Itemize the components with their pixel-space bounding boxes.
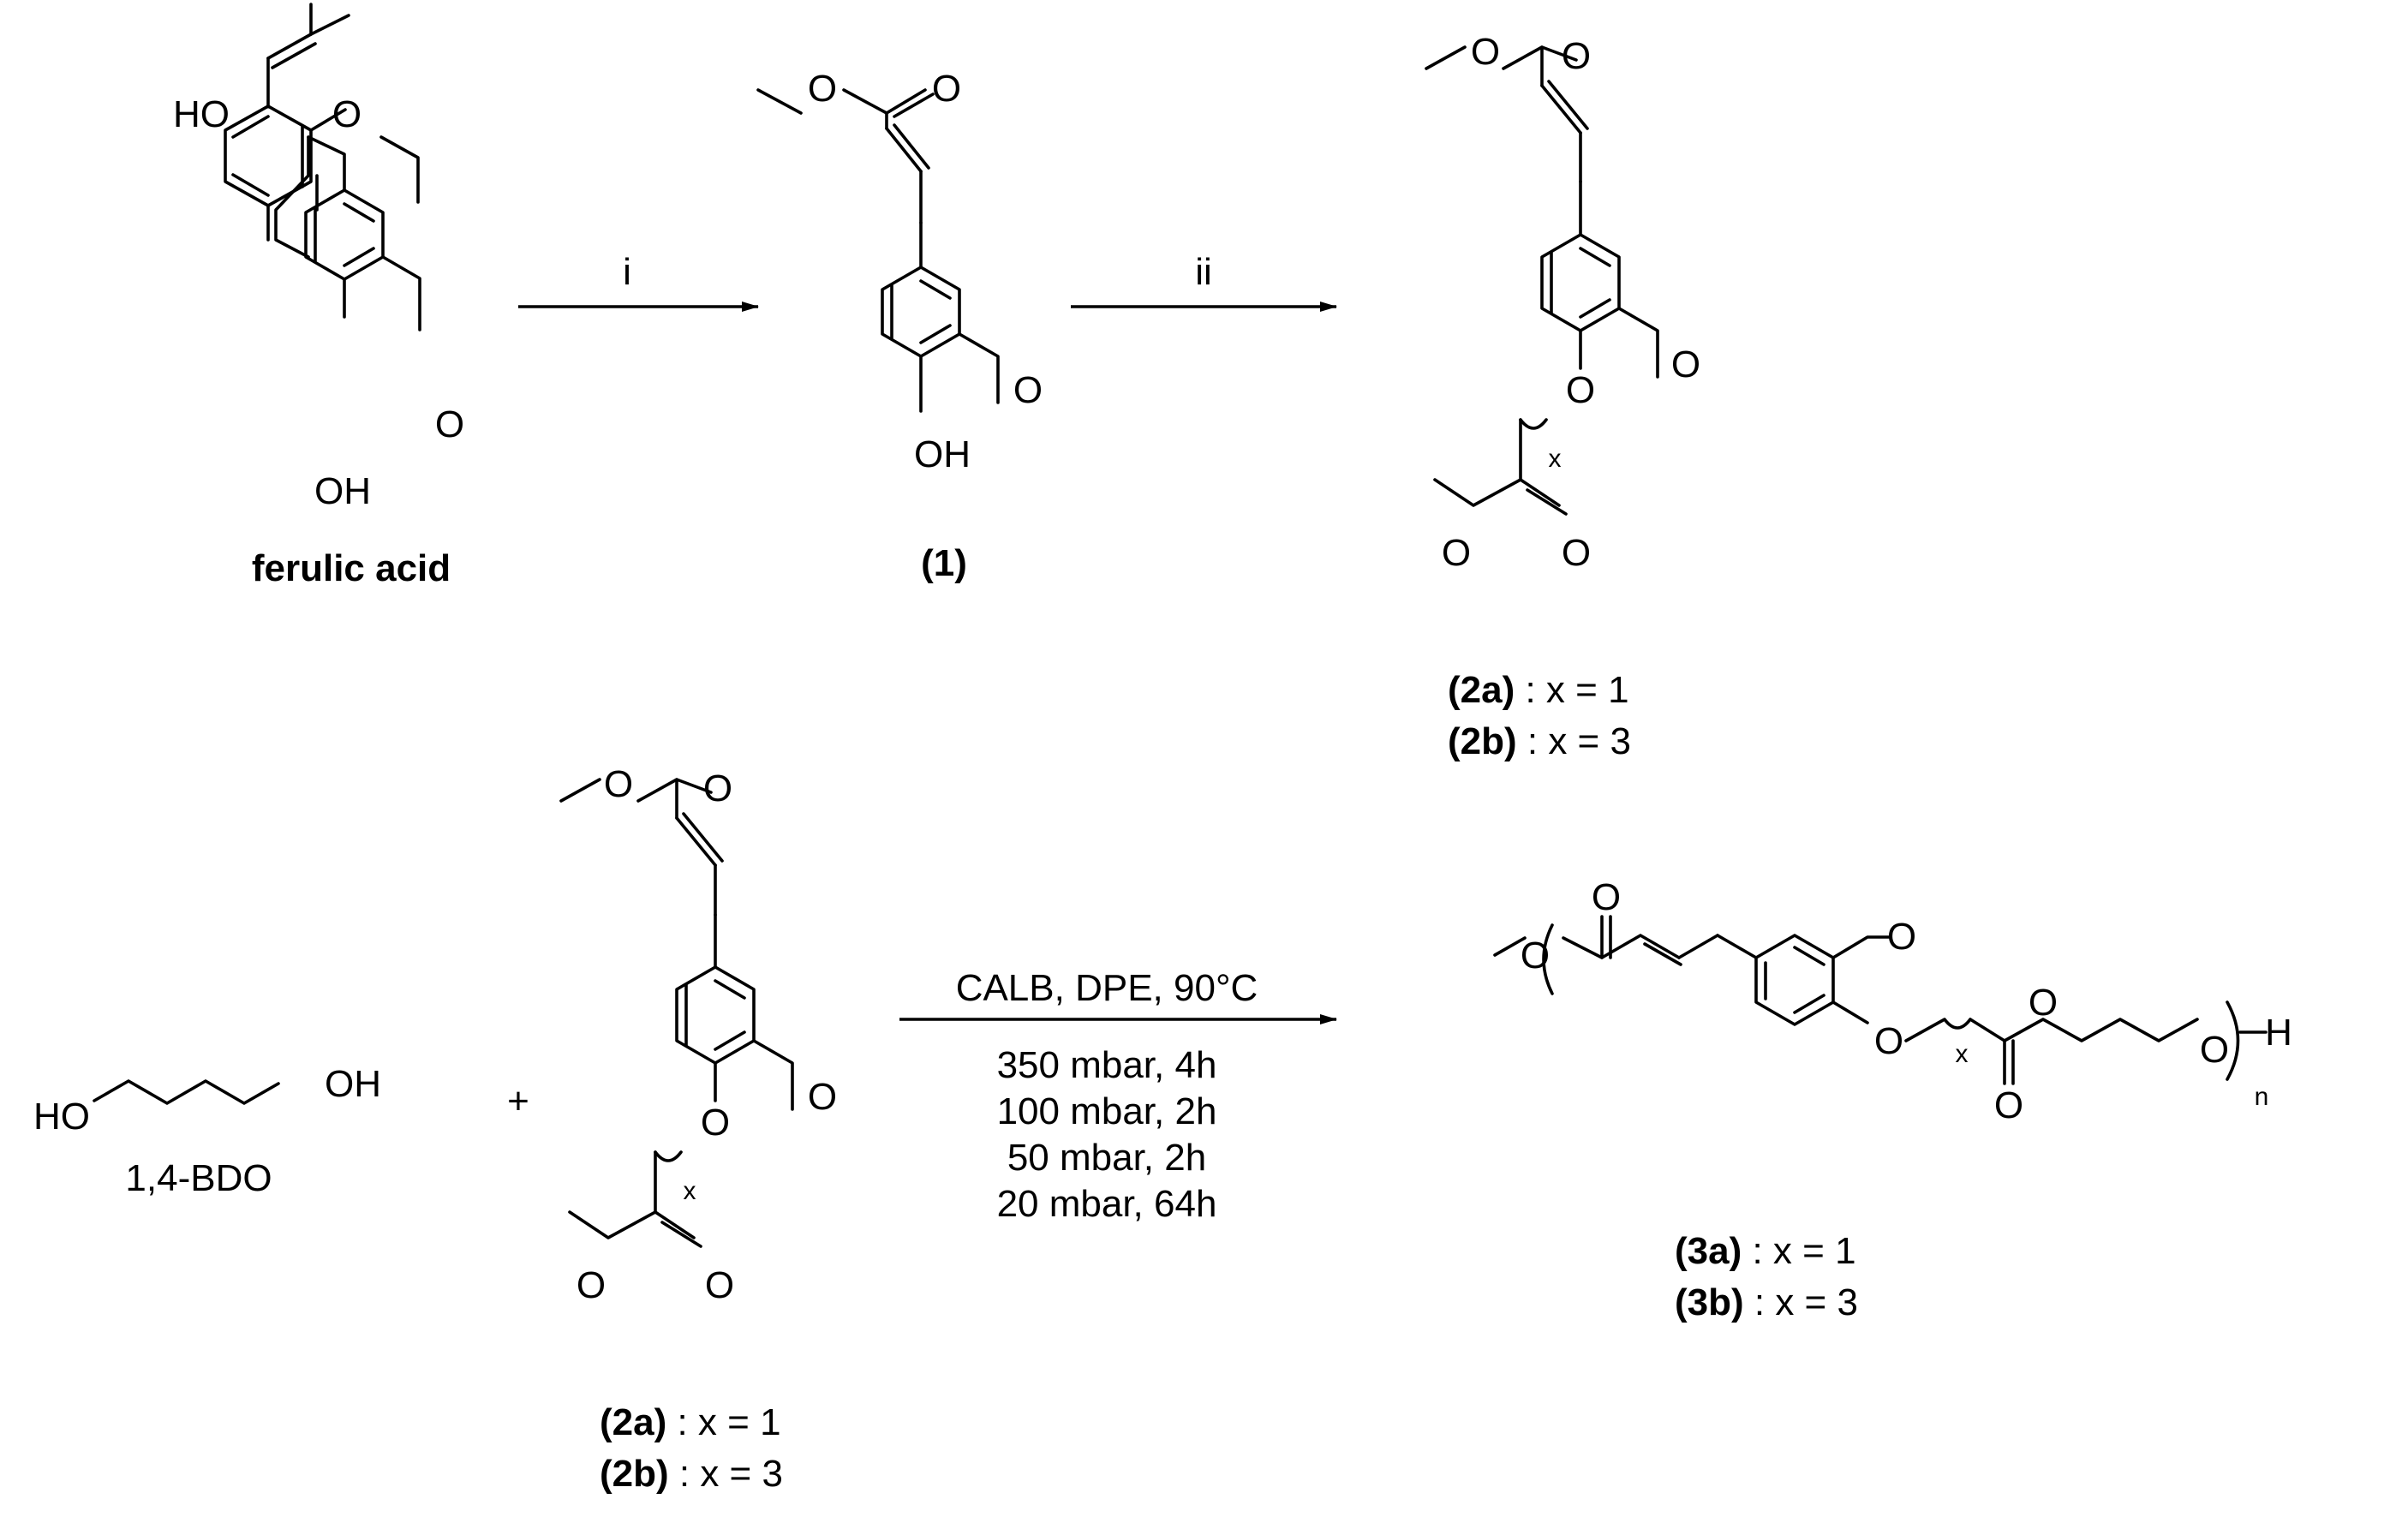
arrow-step-ii-label: ii <box>1195 251 1212 293</box>
bottom-2a-label: (2a) : x = 1 <box>600 1401 781 1443</box>
compound-2-top-carbonyl-oxygen-label: O <box>1562 35 1591 77</box>
compound-1-structure <box>756 88 1000 413</box>
ferulic-acid-label: ferulic acid <box>252 547 451 589</box>
bdo-structure <box>93 1079 280 1105</box>
compound-2-top-ester-oxygen-label: O <box>1471 31 1500 73</box>
polymer-3-terminal-h-label: H <box>2265 1012 2292 1054</box>
compound-2-top-structure <box>1425 45 1659 516</box>
compound-2-bottom-ester2-oxygen-label: O <box>577 1264 606 1306</box>
polymer-3-terminal-oxygen-label: O <box>2200 1029 2229 1071</box>
compound-1-oh-label: OH <box>914 433 971 475</box>
top-2a-label: (2a) : x = 1 <box>1448 669 1629 711</box>
compound-2-bottom-carbonyl-oxygen-label: O <box>703 767 732 809</box>
polymerization-condition-2: 100 mbar, 2h <box>997 1090 1217 1132</box>
methoxy-oxygen-atom-label: O <box>435 403 464 445</box>
top-2b-label: (2b) : x = 3 <box>1448 720 1631 762</box>
compound-2-bottom-structure <box>559 778 794 1248</box>
polymer-3-x-subscript: x <box>1956 1040 1969 1068</box>
polymerization-condition-1: 350 mbar, 4h <box>997 1044 1217 1086</box>
ferulic-acid-structure <box>224 3 420 242</box>
arrow-step-i-label: i <box>623 251 631 293</box>
polymer-3-ether-oxygen-label: O <box>1874 1020 1903 1062</box>
polymer-3-ester-oxygen-label: O <box>1521 935 1550 976</box>
product-3b-label: (3b) : x = 3 <box>1675 1281 1858 1323</box>
compound-2-top-methoxy-oxygen-label: O <box>1671 343 1700 385</box>
polymer-3-carbonyl-oxygen-label: O <box>1592 876 1621 918</box>
carbonyl-oxygen-atom-label: O <box>332 93 361 135</box>
hydroxyl-atom-label: HO <box>173 93 230 135</box>
compound-1-ester-oxygen-label: O <box>808 68 837 110</box>
compound-2-bottom-methoxy-oxygen-label: O <box>808 1076 837 1118</box>
polymerization-condition-4: 20 mbar, 64h <box>997 1183 1217 1225</box>
compound-2-top-ether-oxygen-label: O <box>1566 369 1595 411</box>
ferulic-acid-skeleton <box>274 135 421 331</box>
plus-sign: + <box>507 1080 529 1122</box>
compound-2-top-carbonyl2-oxygen-label: O <box>1562 532 1591 574</box>
polymer-3-carbonyl2-oxygen-label: O <box>1994 1084 2023 1126</box>
product-3a-label: (3a) : x = 1 <box>1675 1230 1856 1272</box>
compound-1-carbonyl-oxygen-label: O <box>932 68 961 110</box>
bdo-ho-label: HO <box>33 1096 90 1138</box>
compound-2-bottom-carbonyl2-oxygen-label: O <box>705 1264 734 1306</box>
phenol-oh-atom-label: OH <box>314 470 371 512</box>
polymer-3-structure <box>1493 915 2268 1085</box>
polymer-3-methoxy-oxygen-label: O <box>1887 916 1916 958</box>
polymer-3-n-subscript: n <box>2255 1083 2269 1111</box>
compound-2-bottom-x-subscript: x <box>684 1177 696 1205</box>
bdo-oh-label: OH <box>325 1063 381 1105</box>
polymerization-condition-3: 50 mbar, 2h <box>1007 1137 1206 1179</box>
polymer-3-ester2-oxygen-label: O <box>2029 982 2058 1024</box>
polymerization-catalyst-label: CALB, DPE, 90°C <box>956 967 1258 1009</box>
compound-2-top-x-subscript: x <box>1549 445 1562 473</box>
compound-2-bottom-ether-oxygen-label: O <box>701 1102 730 1144</box>
compound-2-bottom-ester-oxygen-label: O <box>604 763 633 805</box>
bdo-label: 1,4-BDO <box>125 1157 272 1199</box>
bottom-2b-label: (2b) : x = 3 <box>600 1453 783 1495</box>
compound-2-top-ester2-oxygen-label: O <box>1442 532 1471 574</box>
compound-1-methoxy-oxygen-label: O <box>1013 369 1043 411</box>
compound-1-label: (1) <box>921 542 967 584</box>
